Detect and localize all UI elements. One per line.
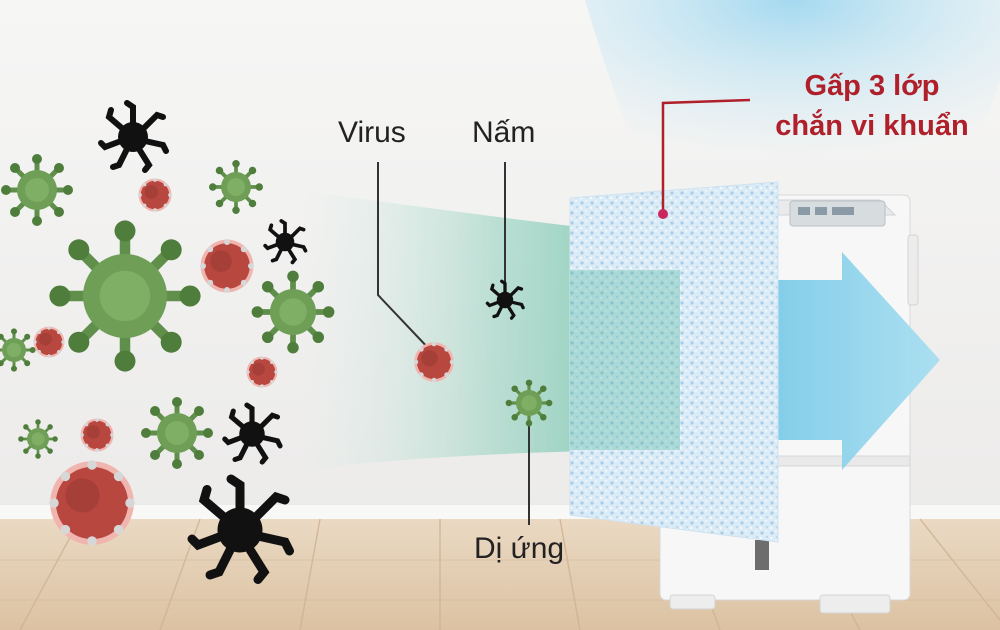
callout-dot xyxy=(658,209,668,219)
allergen-label: Dị ứng xyxy=(474,532,565,565)
germ-icon xyxy=(16,417,60,461)
callout-line-2: chắn vi khuẩn xyxy=(775,110,969,142)
germ-icon xyxy=(49,460,135,546)
germ-icon xyxy=(80,418,114,452)
callout-line-1: Gấp 3 lớp xyxy=(804,70,940,102)
virus-germ-icon xyxy=(413,341,455,383)
germ-icon xyxy=(207,158,265,216)
germ-icon xyxy=(252,271,335,354)
callout-line xyxy=(661,98,751,214)
germ-icon xyxy=(246,356,278,388)
callout-title: Gấp 3 lớp chắn vi khuẩn xyxy=(752,66,992,146)
germ-icon xyxy=(49,220,200,371)
germ-icon xyxy=(141,397,213,469)
allergen-germ-icon xyxy=(503,377,555,429)
arrow-icon xyxy=(770,252,940,470)
filter-icon xyxy=(569,181,779,543)
germ-icon xyxy=(138,178,172,212)
germ-icon xyxy=(33,326,65,358)
virus-leader-line xyxy=(377,162,433,353)
fungus-label: Nấm xyxy=(472,116,536,149)
germ-icon xyxy=(1,154,73,226)
germ-icon xyxy=(200,239,254,293)
virus-label: Virus xyxy=(338,116,406,149)
clean-air-glow xyxy=(585,0,1000,200)
